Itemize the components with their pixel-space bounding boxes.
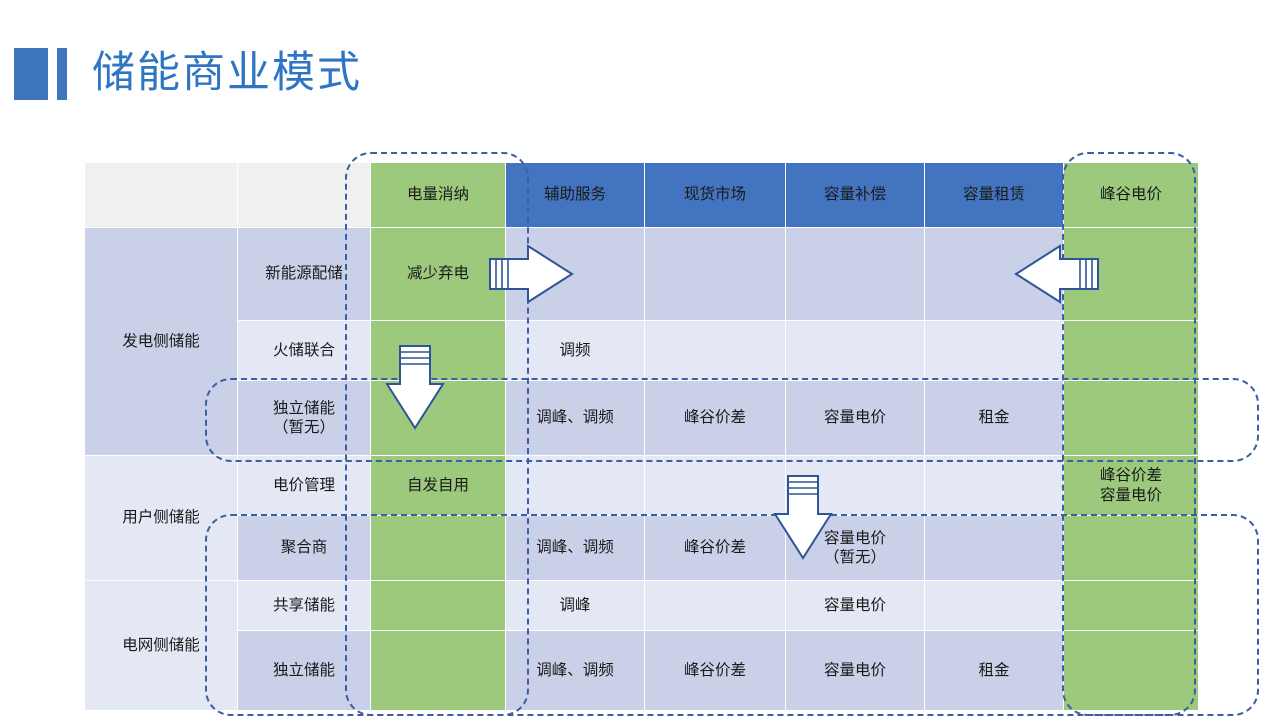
- value-cell-r1-c6: [1063, 227, 1199, 321]
- value-cell-r7-c2: 调峰、调频: [505, 630, 645, 711]
- category-cell-1: 发电侧储能: [84, 227, 238, 456]
- title-accent-bar: [14, 48, 67, 100]
- value-cell-r1-c5: [924, 227, 1064, 321]
- value-cell-r4-c6: 峰谷价差容量电价: [1063, 455, 1199, 516]
- table-row: 用户侧储能电价管理自发自用 峰谷价差容量电价: [84, 455, 1199, 581]
- value-cell-r6-c5: [924, 580, 1064, 631]
- value-cell-r3-c3: 峰谷价差: [644, 380, 786, 456]
- value-cell-r4-c1: 自发自用: [370, 455, 506, 516]
- value-cell-r6-c3: [644, 580, 786, 631]
- value-cell-r6-c4: 容量电价: [785, 580, 925, 631]
- value-cell-r2-c3: [644, 320, 786, 381]
- page-title: 储能商业模式: [92, 49, 362, 97]
- subject-cell: 共享储能: [237, 580, 371, 631]
- table-row: 电网侧储能共享储能调峰容量电价: [84, 580, 1199, 711]
- table-row: 独立储能 调峰、调频峰谷价差容量电价租金: [85, 630, 1199, 711]
- subject-cell: 新能源配储: [237, 227, 371, 321]
- table-row: 火储联合 调频: [85, 320, 1199, 381]
- value-cell-r3-c2: 调峰、调频: [505, 380, 645, 456]
- table-row: 独立储能（暂无） 调峰、调频峰谷价差容量电价租金: [85, 380, 1199, 456]
- value-cell-r3-c5: 租金: [924, 380, 1064, 456]
- value-cell-r4-c3: [644, 455, 786, 516]
- accent-block-thin: [57, 48, 67, 100]
- column-header-4: 容量补偿: [785, 162, 925, 228]
- table-row: 发电侧储能新能源配储减少弃电: [84, 227, 1199, 456]
- value-cell-r4-c2: [505, 455, 645, 516]
- value-cell-r5-c4: 容量电价（暂无）: [785, 515, 925, 581]
- accent-block-wide: [14, 48, 48, 100]
- value-cell-r1-c4: [785, 227, 925, 321]
- subject-cell: 火储联合: [237, 320, 371, 381]
- value-cell-r5-c3: 峰谷价差: [644, 515, 786, 581]
- subject-cell: 聚合商: [237, 515, 371, 581]
- value-cell-r1-c3: [644, 227, 786, 321]
- business-model-matrix: 电量消纳辅助服务现货市场容量补偿容量租赁峰谷电价发电侧储能新能源配储减少弃电火储…: [84, 162, 1199, 711]
- subject-cell: 独立储能（暂无）: [237, 380, 371, 456]
- value-cell-r4-c5: [924, 455, 1064, 516]
- value-cell-r5-c1: [370, 515, 506, 581]
- header-corner-category: [84, 162, 238, 228]
- column-header-5: 容量租赁: [924, 162, 1064, 228]
- value-cell-r4-c4: [785, 455, 925, 516]
- value-cell-r2-c2: 调频: [505, 320, 645, 381]
- value-cell-r3-c1: [370, 380, 506, 456]
- value-cell-r5-c6: [1063, 515, 1199, 581]
- column-header-1: 电量消纳: [370, 162, 506, 228]
- value-cell-r5-c5: [924, 515, 1064, 581]
- category-cell-2: 用户侧储能: [84, 455, 238, 581]
- value-cell-r1-c2: [505, 227, 645, 321]
- value-cell-r6-c6: [1063, 580, 1199, 631]
- value-cell-r3-c6: [1063, 380, 1199, 456]
- value-cell-r7-c1: [370, 630, 506, 711]
- value-cell-r7-c5: 租金: [924, 630, 1064, 711]
- value-cell-r1-c1: 减少弃电: [370, 227, 506, 321]
- value-cell-r7-c6: [1063, 630, 1199, 711]
- value-cell-r3-c4: 容量电价: [785, 380, 925, 456]
- value-cell-r7-c3: 峰谷价差: [644, 630, 786, 711]
- value-cell-r6-c2: 调峰: [505, 580, 645, 631]
- value-cell-r7-c4: 容量电价: [785, 630, 925, 711]
- value-cell-r2-c4: [785, 320, 925, 381]
- value-cell-r2-c5: [924, 320, 1064, 381]
- value-cell-r5-c2: 调峰、调频: [505, 515, 645, 581]
- table-header-row: 电量消纳辅助服务现货市场容量补偿容量租赁峰谷电价: [84, 162, 1199, 228]
- subject-cell: 电价管理: [237, 455, 371, 516]
- value-cell-r2-c1: [370, 320, 506, 381]
- accent-block-gap: [48, 48, 57, 100]
- category-cell-3: 电网侧储能: [84, 580, 238, 711]
- header-corner-subject: [237, 162, 371, 228]
- subject-cell: 独立储能: [237, 630, 371, 711]
- value-cell-r2-c6: [1063, 320, 1199, 381]
- column-header-3: 现货市场: [644, 162, 786, 228]
- value-cell-r6-c1: [370, 580, 506, 631]
- column-header-2: 辅助服务: [505, 162, 645, 228]
- column-header-6: 峰谷电价: [1063, 162, 1199, 228]
- table-row: 聚合商 调峰、调频峰谷价差容量电价（暂无）: [85, 515, 1199, 581]
